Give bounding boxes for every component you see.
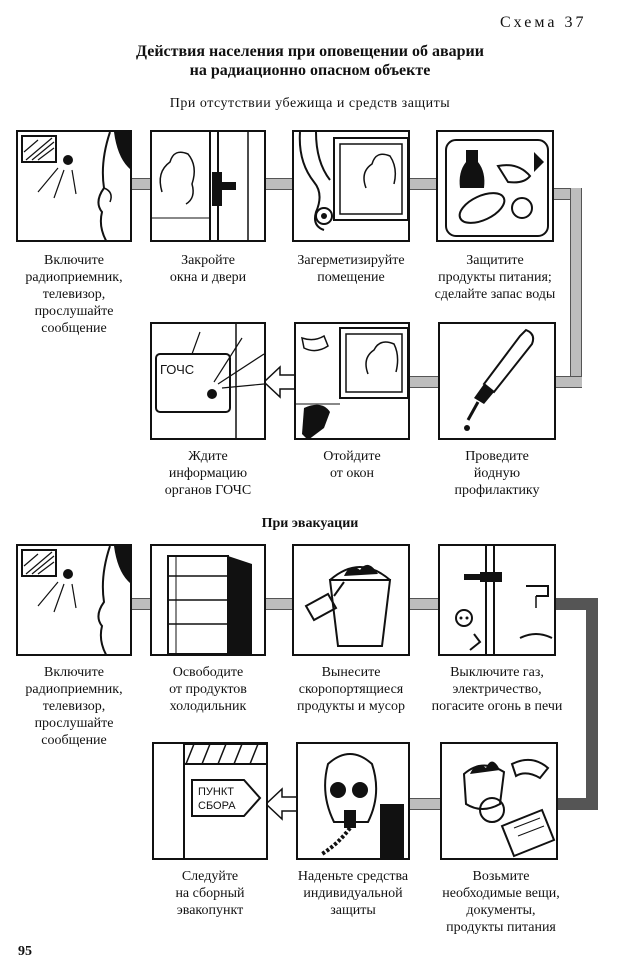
caption-step5: Проведите йодную профилактику	[454, 449, 540, 498]
section1-subtitle: При отсутствии убежища и средств защиты	[169, 96, 451, 111]
panel-iodine	[438, 322, 556, 440]
schema-number: Схема 37	[500, 14, 587, 31]
caption-evac-step5: Возьмите необходимые вещи, документы, пр…	[442, 869, 560, 935]
panel-listen-radio-evac	[16, 544, 132, 656]
panel-wait-info: ГОЧС	[150, 322, 266, 440]
connector	[408, 178, 438, 190]
connector	[264, 598, 294, 610]
caption-step1: Включите радиоприемник, телевизор, просл…	[25, 253, 123, 336]
panel-close-windows	[150, 130, 266, 242]
sign-text-line1: ПУНКТ	[198, 786, 234, 798]
connector	[264, 178, 294, 190]
caption-evac-step7: Следуйте на сборный эвакопункт	[175, 869, 245, 918]
page-title-line2: на радиационно опасном объекте	[189, 62, 431, 79]
connector	[408, 376, 440, 388]
caption-step4: Защитите продукты питания; сделайте запа…	[434, 253, 556, 302]
caption-step3: Загерметизируйте помещение	[297, 253, 405, 285]
connector	[555, 376, 582, 388]
panel-seal-room	[292, 130, 410, 242]
radio-sign: ГОЧС	[160, 362, 194, 377]
panel-fridge	[150, 544, 266, 656]
panel-assembly-point: ПУНКТ СБОРА	[152, 742, 268, 860]
connector	[130, 178, 152, 190]
panel-listen-radio	[16, 130, 132, 242]
caption-step7: Ждите информацию органов ГОЧС	[164, 449, 252, 498]
connector	[570, 188, 582, 388]
panel-take-things	[440, 742, 558, 860]
connector	[586, 598, 598, 810]
connector	[408, 598, 440, 610]
connector	[408, 798, 440, 810]
panel-away-windows	[294, 322, 410, 440]
caption-step6: Отойдите от окон	[323, 449, 381, 481]
caption-evac-step6: Наденьте средства индивидуальной защиты	[297, 869, 409, 918]
page-title-line1: Действия населения при оповещении об ава…	[136, 43, 484, 60]
connector	[556, 798, 598, 810]
caption-evac-step2: Освободите от продуктов холодильник	[169, 665, 247, 714]
section2-title: При эвакуации	[261, 516, 359, 531]
panel-protect-food	[436, 130, 554, 242]
panel-trash	[292, 544, 410, 656]
page-number: 95	[18, 944, 32, 959]
connector	[130, 598, 152, 610]
caption-step2: Закройте окна и двери	[169, 253, 247, 285]
sign-text-line2: СБОРА	[198, 800, 236, 812]
caption-evac-step3: Вынесите скоропортящиеся продукты и мусо…	[297, 665, 405, 714]
arrow-left-icon	[264, 787, 299, 821]
caption-evac-step4: Выключите газ, электричество, погасите о…	[431, 665, 563, 714]
arrow-left-icon	[262, 365, 297, 399]
panel-gas-mask	[296, 742, 410, 860]
caption-evac-step1: Включите радиоприемник, телевизор, просл…	[25, 665, 123, 748]
panel-gas-electricity	[438, 544, 556, 656]
